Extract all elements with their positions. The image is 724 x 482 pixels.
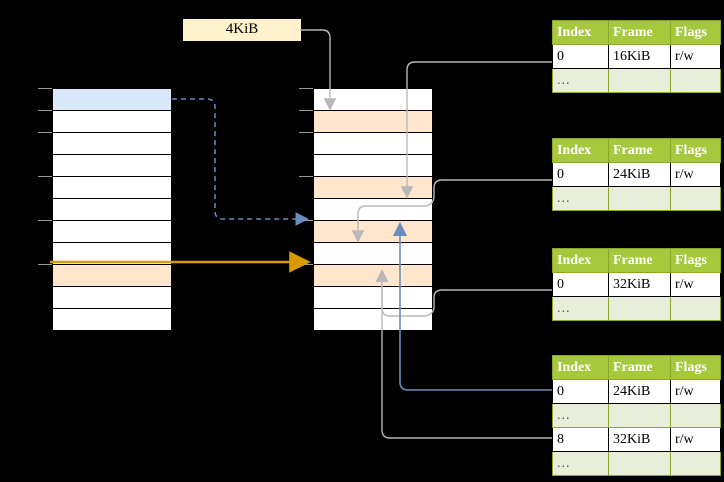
cell-flags bbox=[670, 403, 721, 428]
cell-flags: r/w bbox=[670, 44, 721, 69]
table-row-ellipsis: ... bbox=[552, 451, 721, 476]
column-header-frame: Frame bbox=[608, 355, 671, 380]
row-tick-mark bbox=[299, 176, 313, 177]
column-header-flags: Flags bbox=[670, 138, 721, 163]
memory-cell bbox=[52, 308, 172, 331]
table-row-ellipsis: ... bbox=[552, 68, 721, 93]
cell-frame: 32KiB bbox=[608, 427, 671, 452]
memory-cell bbox=[313, 110, 433, 133]
memory-cell bbox=[52, 286, 172, 309]
memory-cell bbox=[313, 308, 433, 331]
cell-flags: r/w bbox=[670, 379, 721, 404]
cell-flags bbox=[670, 296, 721, 321]
row-tick-mark bbox=[38, 110, 52, 111]
memory-cell bbox=[313, 176, 433, 199]
cell-index: 8 bbox=[552, 427, 609, 452]
cell-index: ... bbox=[552, 403, 609, 428]
row-tick-mark bbox=[38, 132, 52, 133]
row-tick-mark bbox=[299, 132, 313, 133]
column-header-flags: Flags bbox=[670, 20, 721, 45]
cell-frame bbox=[608, 68, 671, 93]
row-tick-mark bbox=[38, 88, 52, 89]
row-tick-mark bbox=[299, 220, 313, 221]
cell-flags: r/w bbox=[670, 162, 721, 187]
memory-cell bbox=[313, 220, 433, 243]
memory-cell bbox=[313, 242, 433, 265]
row-tick-mark bbox=[299, 88, 313, 89]
column-header-frame: Frame bbox=[608, 138, 671, 163]
cell-index: ... bbox=[552, 451, 609, 476]
memory-cell bbox=[52, 176, 172, 199]
memory-cell bbox=[52, 154, 172, 177]
memory-cell bbox=[313, 264, 433, 287]
memory-cell bbox=[313, 132, 433, 155]
row-tick-mark bbox=[38, 176, 52, 177]
cell-frame bbox=[608, 296, 671, 321]
memory-cell bbox=[52, 264, 172, 287]
cell-frame: 24KiB bbox=[608, 162, 671, 187]
memory-cell bbox=[52, 220, 172, 243]
cell-flags bbox=[670, 451, 721, 476]
cell-flags bbox=[670, 186, 721, 211]
column-header-index: Index bbox=[552, 20, 609, 45]
cell-index: ... bbox=[552, 68, 609, 93]
column-header-index: Index bbox=[552, 355, 609, 380]
virtual-address-space-column bbox=[38, 88, 172, 331]
cell-flags: r/w bbox=[670, 427, 721, 452]
memory-cell bbox=[52, 242, 172, 265]
memory-cell bbox=[313, 154, 433, 177]
physical-memory-column bbox=[299, 88, 433, 331]
wire-vaddr-to-frame-dashed bbox=[172, 98, 309, 226]
cell-frame: 24KiB bbox=[608, 379, 671, 404]
cell-frame bbox=[608, 186, 671, 211]
column-header-index: Index bbox=[552, 138, 609, 163]
memory-cell bbox=[313, 286, 433, 309]
cell-index: 0 bbox=[552, 44, 609, 69]
column-header-frame: Frame bbox=[608, 20, 671, 45]
memory-cell bbox=[52, 88, 172, 111]
cell-frame bbox=[608, 403, 671, 428]
column-header-frame: Frame bbox=[608, 248, 671, 273]
cell-frame: 32KiB bbox=[608, 272, 671, 297]
memory-cell bbox=[52, 198, 172, 221]
cell-flags bbox=[670, 68, 721, 93]
cell-flags: r/w bbox=[670, 272, 721, 297]
memory-cell bbox=[52, 132, 172, 155]
row-tick-mark bbox=[38, 220, 52, 221]
memory-cell bbox=[313, 198, 433, 221]
table-row-ellipsis: ... bbox=[552, 186, 721, 211]
column-header-flags: Flags bbox=[670, 355, 721, 380]
column-header-flags: Flags bbox=[670, 248, 721, 273]
cell-frame: 16KiB bbox=[608, 44, 671, 69]
cell-index: 0 bbox=[552, 379, 609, 404]
cell-index: ... bbox=[552, 296, 609, 321]
page-size-label: 4KiB bbox=[183, 19, 301, 41]
column-header-index: Index bbox=[552, 248, 609, 273]
memory-cell bbox=[313, 88, 433, 111]
table-row-ellipsis: ... bbox=[552, 403, 721, 428]
cell-index: ... bbox=[552, 186, 609, 211]
row-tick-mark bbox=[299, 110, 313, 111]
row-tick-mark bbox=[299, 264, 313, 265]
row-tick-mark bbox=[38, 264, 52, 265]
memory-cell bbox=[52, 110, 172, 133]
table-row-ellipsis: ... bbox=[552, 296, 721, 321]
cell-frame bbox=[608, 451, 671, 476]
cell-index: 0 bbox=[552, 162, 609, 187]
cell-index: 0 bbox=[552, 272, 609, 297]
